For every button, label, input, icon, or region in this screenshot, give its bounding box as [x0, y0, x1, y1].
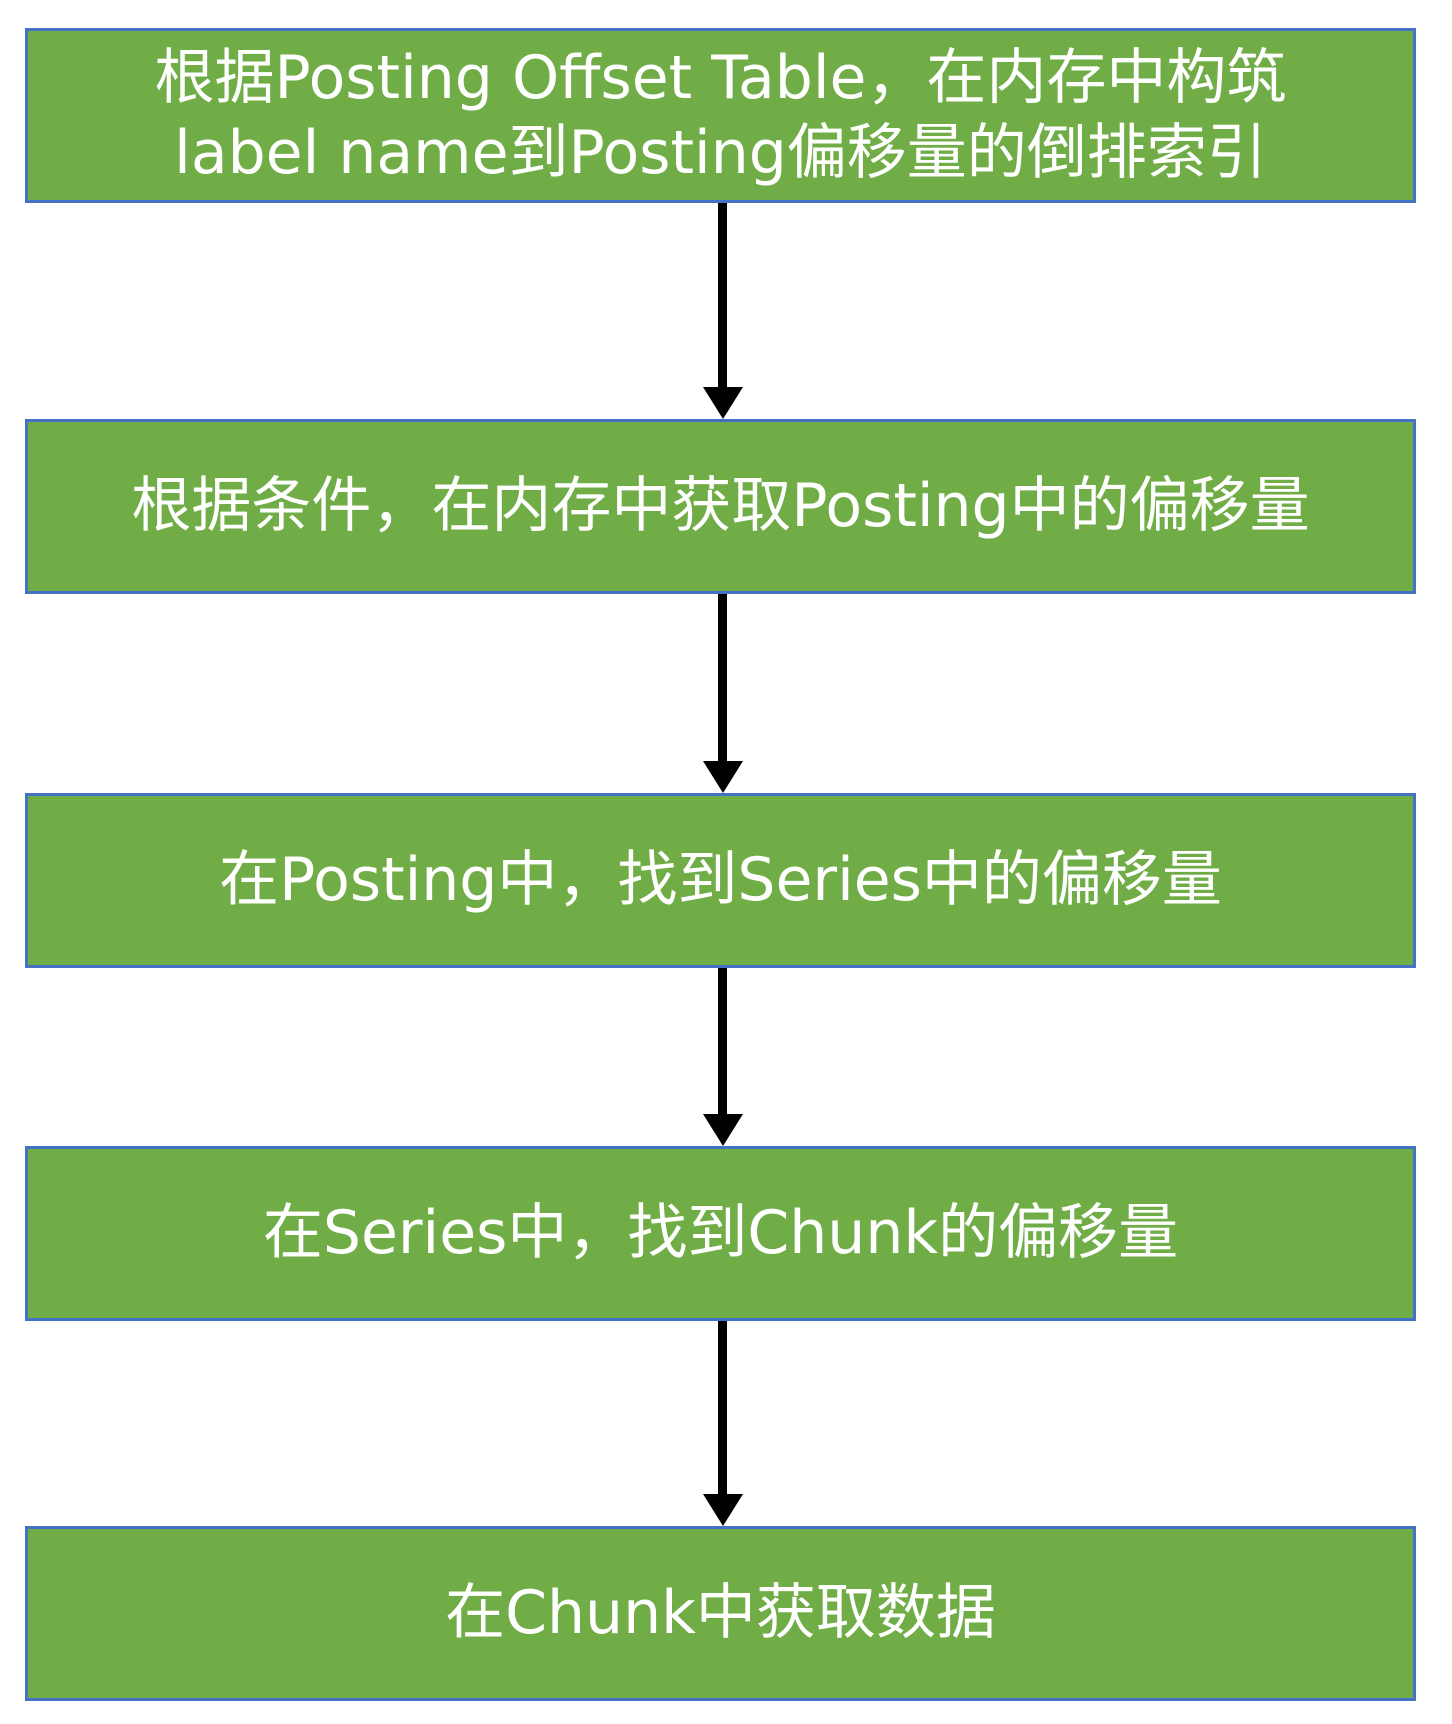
step-label: 在Posting中，找到Series中的偏移量	[219, 845, 1222, 915]
arrow-down	[703, 594, 743, 793]
arrow-head-icon	[703, 761, 743, 793]
step-label: 在Chunk中获取数据	[445, 1578, 996, 1648]
arrow-shaft	[718, 968, 727, 1116]
step-get-posting-offset: 根据条件，在内存中获取Posting中的偏移量	[25, 419, 1416, 594]
step-build-inverted-index: 根据Posting Offset Table，在内存中构筑 label name…	[25, 28, 1416, 203]
step-find-chunk-offset: 在Series中，找到Chunk的偏移量	[25, 1146, 1416, 1321]
arrow-head-icon	[703, 387, 743, 419]
step-get-chunk-data: 在Chunk中获取数据	[25, 1526, 1416, 1701]
arrow-down	[703, 968, 743, 1146]
step-label-line-1: 根据Posting Offset Table，在内存中构筑	[154, 42, 1287, 113]
arrow-shaft	[718, 1321, 727, 1496]
step-label-line-2: label name到Posting偏移量的倒排索引	[174, 117, 1267, 188]
step-label: 根据条件，在内存中获取Posting中的偏移量	[131, 471, 1310, 541]
arrow-down	[703, 203, 743, 419]
arrow-head-icon	[703, 1494, 743, 1526]
step-label: 在Series中，找到Chunk的偏移量	[262, 1198, 1179, 1268]
step-find-series-offset: 在Posting中，找到Series中的偏移量	[25, 793, 1416, 968]
arrow-down	[703, 1321, 743, 1526]
arrow-shaft	[718, 594, 727, 763]
step-label: 根据Posting Offset Table，在内存中构筑 label name…	[155, 41, 1287, 191]
arrow-shaft	[718, 203, 727, 389]
arrow-head-icon	[703, 1114, 743, 1146]
